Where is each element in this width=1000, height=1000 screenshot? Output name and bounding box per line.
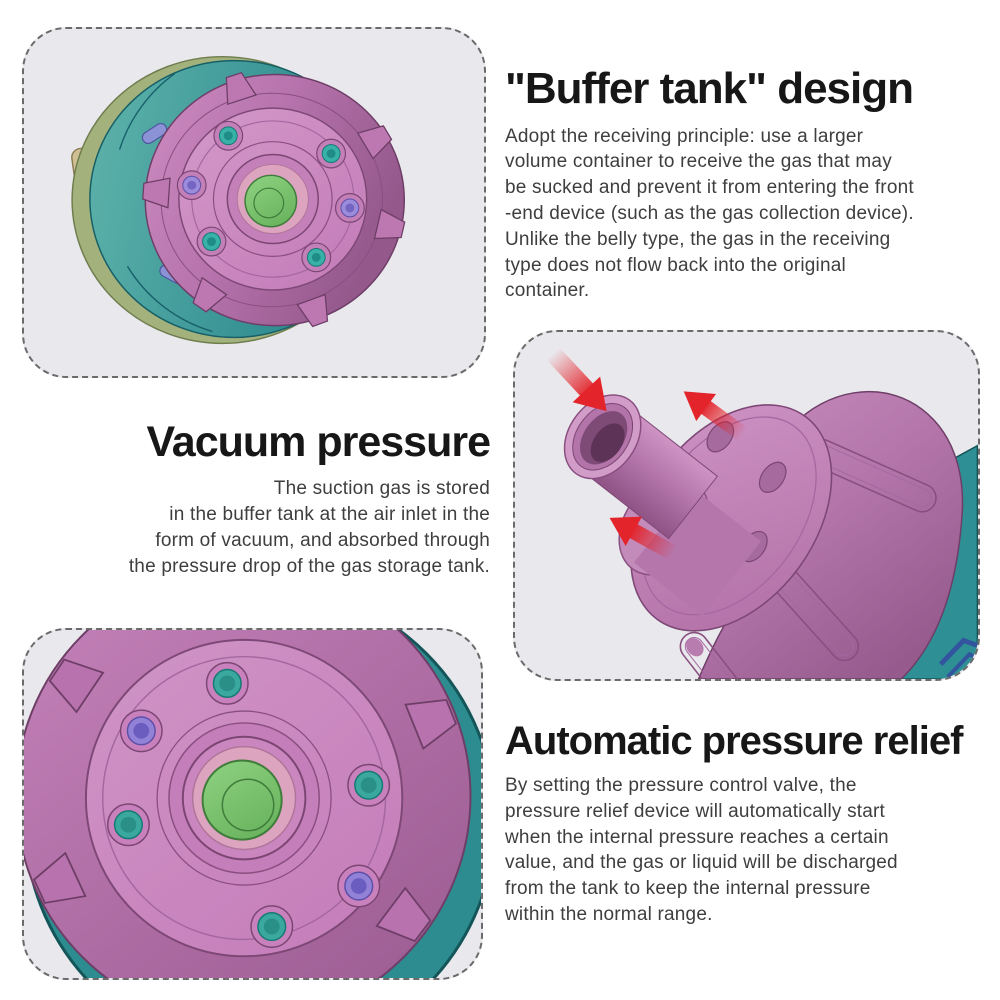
buffer-tank-angled-view-image: [71, 55, 406, 345]
drum-slot: [141, 122, 168, 145]
rim-notches: [32, 658, 458, 943]
center-hub: [212, 141, 333, 257]
figure-panel-buffer-tank-angled: [22, 27, 486, 378]
section-body: Adopt the receiving principle: use a lar…: [505, 125, 914, 302]
section-automatic-pressure-relief: Automatic pressure relief By setting the…: [505, 718, 992, 928]
front-face-view-image: [24, 630, 481, 978]
bolt-holes: [106, 661, 391, 949]
air-inlet-flow-view-image: [546, 347, 978, 679]
center-hub: [156, 710, 332, 886]
section-heading: "Buffer tank" design: [505, 64, 914, 113]
figure-panel-front-face: [22, 628, 483, 980]
rim-notches: [142, 71, 406, 328]
flow-out-arrow-bottom: [609, 516, 678, 561]
air-inlet-tube: [563, 394, 719, 540]
section-body: The suction gas is stored in the buffer …: [128, 478, 490, 577]
section-body: By setting the pressure control valve, t…: [505, 775, 898, 925]
section-heading: Vacuum pressure: [146, 418, 491, 466]
bolt-holes: [176, 120, 365, 273]
section-buffer-tank-design: "Buffer tank" design Adopt the receiving…: [505, 64, 995, 304]
flow-in-arrow: [546, 347, 607, 412]
figure-panel-air-inlet: [513, 330, 980, 681]
section-heading: Automatic pressure relief: [505, 719, 963, 763]
flow-out-arrow-top: [683, 391, 748, 441]
section-vacuum-pressure: Vacuum pressure The suction gas is store…: [36, 418, 491, 580]
